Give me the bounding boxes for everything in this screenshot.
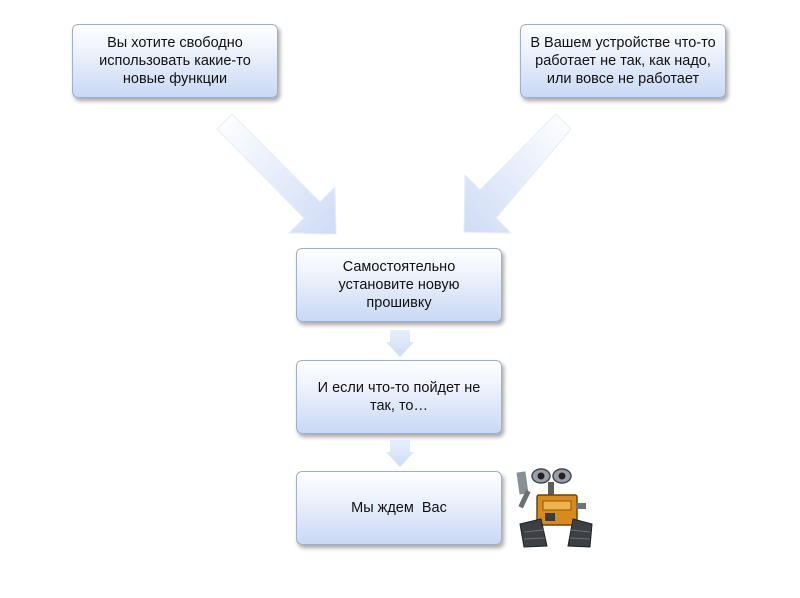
robot-icon (516, 468, 593, 548)
arrow-right-diagonal (463, 113, 572, 234)
box-want-new-features: Вы хотите свободно использовать какие-то… (72, 24, 278, 98)
box-install-firmware: Самостоятельно установите новую прошивку (296, 248, 502, 322)
box-if-something-goes-wrong-text: И если что-то пойдет не так, то… (317, 380, 481, 414)
box-if-something-goes-wrong: И если что-то пойдет не так, то… (296, 360, 502, 434)
arrow-left-diagonal (216, 113, 337, 235)
box-device-not-working: В Вашем устройстве что-то работает не та… (520, 24, 726, 98)
arrow-down-2 (386, 440, 414, 467)
arrow-down-1 (386, 330, 414, 357)
box-install-firmware-text: Самостоятельно установите новую прошивку (338, 259, 460, 311)
box-we-are-waiting: Мы ждем Вас (296, 471, 502, 545)
box-we-are-waiting-text: Мы ждем Вас (351, 500, 447, 516)
box-device-not-working-text: В Вашем устройстве что-то работает не та… (530, 35, 716, 87)
box-want-new-features-text: Вы хотите свободно использовать какие-то… (99, 35, 251, 87)
